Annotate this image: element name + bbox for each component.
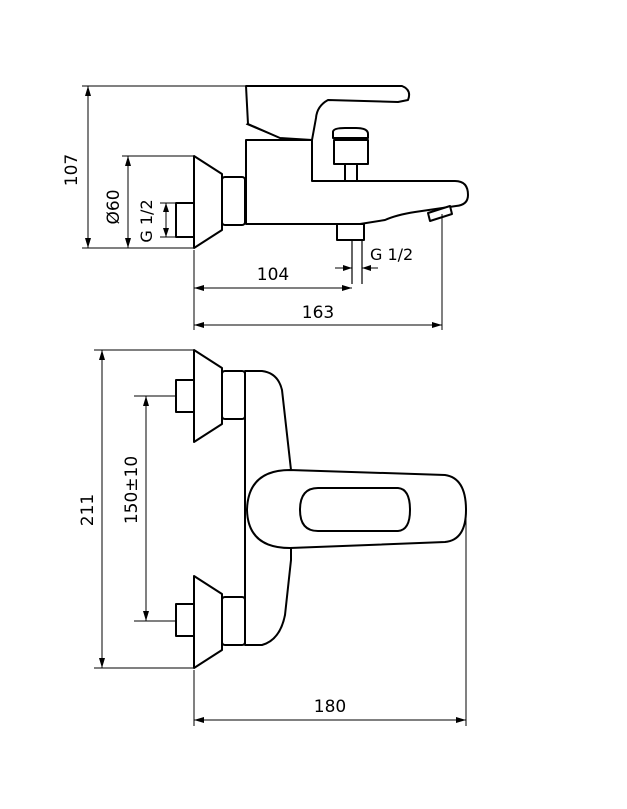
width-dim-180: 180 [314, 697, 346, 717]
outlet-thread-label: G 1/2 [370, 245, 413, 264]
shower-outlet-nut [336, 223, 365, 241]
inlet-connector [175, 202, 195, 238]
upper-inlet-connector [175, 379, 195, 413]
diameter-dim-60: Ø60 [104, 189, 124, 224]
lower-inlet-connector [175, 603, 195, 637]
center-distance-dim: 150±10 [122, 456, 142, 524]
lever-slot [299, 487, 411, 532]
wall-escutcheon [193, 155, 223, 249]
front-view: 211 150±10 180 [78, 349, 467, 726]
upper-escutcheon [193, 349, 223, 443]
eccentric-nut [221, 176, 246, 226]
depth-dim-104: 104 [257, 265, 289, 285]
lower-escutcheon [193, 575, 223, 669]
upper-nut [221, 370, 246, 420]
handle-edge [245, 123, 281, 139]
height-dim-107: 107 [62, 154, 82, 186]
height-dim-211: 211 [78, 494, 98, 526]
spout-outlet [427, 205, 453, 222]
lever-handle [245, 85, 411, 141]
inlet-thread-label: G 1/2 [137, 199, 156, 242]
diverter-knob [332, 127, 369, 139]
diverter-stem [344, 163, 358, 182]
lower-nut [221, 596, 246, 646]
side-view: 107 Ø60 G 1/2 G 1/2 104 163 [62, 85, 469, 330]
diverter-cap [333, 139, 369, 165]
depth-dim-163: 163 [302, 303, 334, 323]
